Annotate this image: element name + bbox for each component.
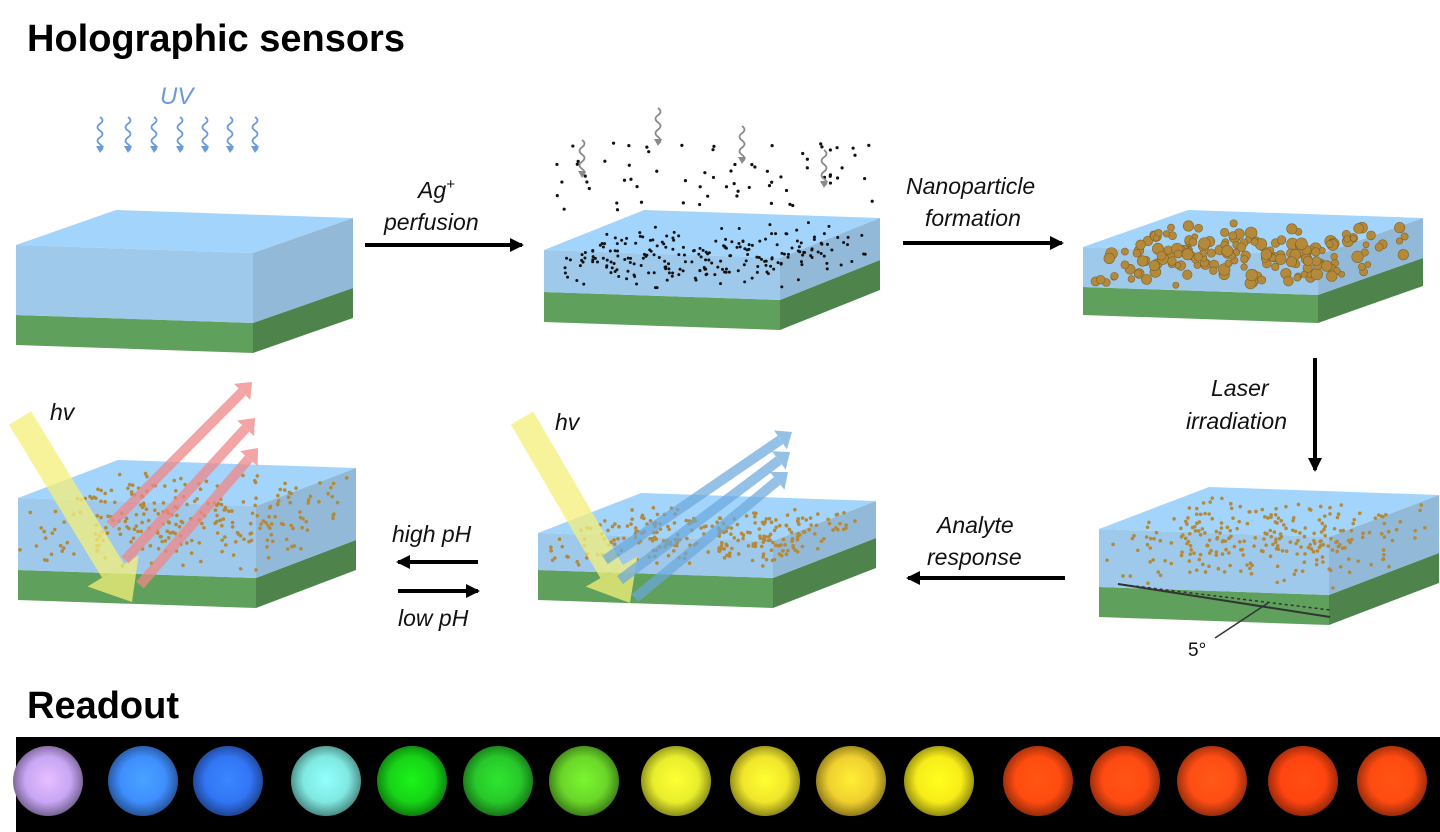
readout-title: Readout [27, 685, 179, 727]
uv-label: UV [160, 83, 195, 110]
silver-ions-floating [555, 141, 874, 212]
substrate-side [780, 260, 880, 330]
readout-spot-12 [1003, 746, 1073, 816]
uv-wave-0 [96, 116, 104, 153]
gel-front [16, 245, 253, 323]
gel-front [1099, 529, 1329, 595]
substrate-side [1329, 553, 1439, 625]
readout-spot-10 [816, 746, 886, 816]
readout-spot-5 [377, 746, 447, 816]
readout-spot-7 [549, 746, 619, 816]
reflected-red-1 [106, 382, 252, 529]
incident-light-left [8, 411, 139, 602]
incident-light-middle [510, 411, 638, 603]
gel-top [544, 210, 880, 258]
readout-spot-9 [730, 746, 800, 816]
uv-wave-2 [150, 116, 158, 153]
hv-label-middle: hv [555, 409, 581, 435]
substrate-front [16, 315, 253, 353]
nanoparticle-label: Nanoparticle [906, 173, 1035, 199]
angle-label: 5° [1188, 640, 1206, 661]
readout-spot-4 [291, 746, 361, 816]
gel-top [18, 460, 356, 506]
substrate-front [1099, 587, 1329, 625]
reflected-blue-2 [616, 451, 790, 584]
uv-wave-5 [226, 116, 234, 153]
laser-label: Laser [1211, 375, 1270, 401]
reflected-red-2 [121, 418, 255, 564]
gel-side [780, 218, 880, 300]
light-wave-2 [738, 125, 746, 164]
substrate-front [538, 570, 773, 608]
readout-spot-1 [13, 746, 83, 816]
angle-leader-line [1214, 602, 1269, 639]
substrate-side [773, 538, 876, 608]
readout-spot-3 [193, 746, 263, 816]
hv-label-left: hv [50, 399, 76, 425]
slab-nanoparticles-particles [1090, 219, 1409, 290]
substrate-front [18, 570, 256, 608]
readout-spot-11 [904, 746, 974, 816]
substrate-side [256, 540, 356, 608]
main-title: Holographic sensors [27, 18, 405, 60]
low-ph-label: low pH [398, 605, 469, 631]
readout-spot-15 [1268, 746, 1338, 816]
reflected-blue-1 [602, 430, 792, 565]
gel-front [544, 250, 780, 300]
readout-spot-6 [463, 746, 533, 816]
slab-ag-perfusion-particles [563, 221, 867, 290]
readout-spot-2 [108, 746, 178, 816]
reflected-blue-3 [631, 472, 788, 602]
holographic-sensor-diagram: UV Ag+ perfusion Nanoparticle formation … [8, 83, 1439, 661]
light-wave-1 [654, 107, 662, 146]
readout-spot-8 [641, 746, 711, 816]
readout-spot-14 [1177, 746, 1247, 816]
substrate-side [1318, 258, 1423, 323]
slab-sensor-high-ph-particles [18, 471, 349, 572]
light-wave-3 [820, 149, 828, 188]
substrate-side [253, 288, 353, 353]
uv-wave-1 [124, 116, 132, 153]
gel-top [16, 210, 353, 253]
readout-spot-13 [1090, 746, 1160, 816]
analyte-label: Analyte [935, 512, 1014, 538]
uv-wave-3 [176, 116, 184, 153]
substrate-front [1083, 287, 1318, 323]
uv-wave-4 [201, 116, 209, 153]
irradiation-label: irradiation [1186, 408, 1287, 434]
slab-ag-perfusion [544, 210, 880, 330]
ag-label: Ag+ [416, 176, 455, 203]
formation-label: formation [925, 205, 1021, 231]
substrate-front [544, 292, 780, 330]
slab-laser-recorded-particles [1105, 496, 1427, 590]
slab-uv [16, 210, 353, 353]
gel-side [1329, 495, 1439, 595]
high-ph-label: high pH [392, 521, 472, 547]
perfusion-label: perfusion [383, 209, 479, 235]
angle-line-lower [1117, 583, 1331, 618]
light-wave-0 [578, 139, 586, 178]
response-label: response [927, 544, 1022, 570]
readout-spot-16 [1357, 746, 1427, 816]
uv-wave-6 [251, 116, 259, 153]
readout-strip [13, 737, 1440, 832]
reflected-red-3 [136, 448, 258, 589]
